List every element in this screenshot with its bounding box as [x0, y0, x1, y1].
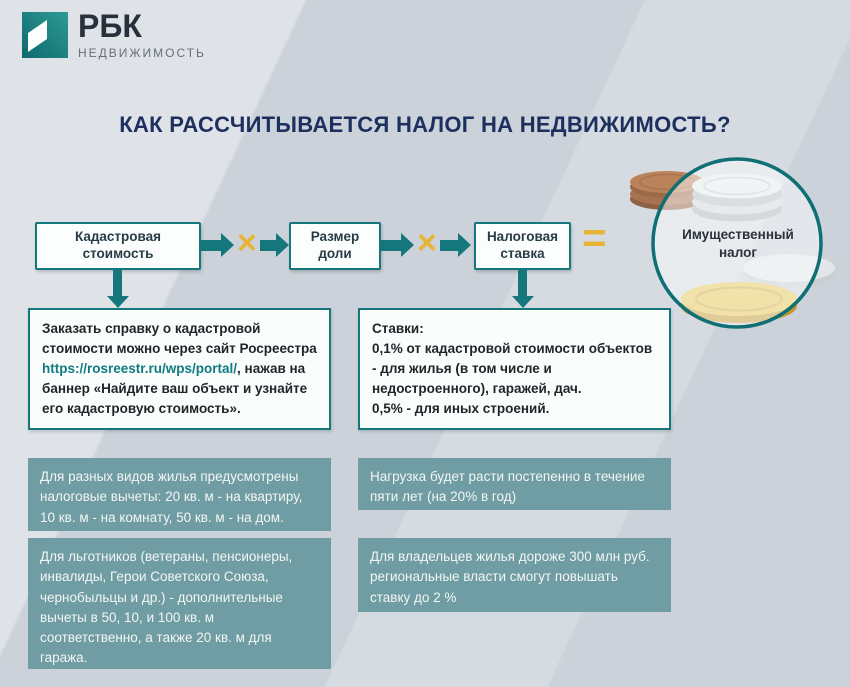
step-cadastral-value: Кадастровая стоимость [35, 222, 201, 270]
rbc-logo-icon [22, 12, 68, 58]
fact-box-luxury-rate: Для владельцев жилья дороже 300 млн руб.… [358, 538, 671, 612]
arrow-down-icon [512, 296, 534, 308]
arrow-right-icon [401, 233, 414, 257]
arrow-right-icon [276, 233, 289, 257]
rates-line1: 0,1% от кадастровой стоимости объектов -… [372, 340, 653, 396]
connector-bar [518, 270, 527, 296]
rosreestr-link[interactable]: https://rosreestr.ru/wps/portal/ [42, 360, 238, 376]
step-tax-rate: Налоговая ставка [474, 222, 571, 270]
rates-heading: Ставки: [372, 321, 424, 336]
note-cadastral-text-after: , нажав на баннер «Найдите ваш объект и … [42, 360, 308, 416]
fact-box-beneficiaries: Для льготников (ветераны, пенсионеры, ин… [28, 538, 331, 669]
arrow-down-icon [107, 296, 129, 308]
step-share-size: Размер доли [289, 222, 381, 270]
connector-bar [440, 240, 458, 251]
page-title: КАК РАССЧИТЫВАЕТСЯ НАЛОГ НА НЕДВИЖИМОСТЬ… [119, 112, 731, 137]
result-property-tax: Имущественный налог [682, 227, 794, 260]
note-cadastral: Заказать справку о кадастровой стоимости… [28, 308, 331, 430]
multiply-sign: × [417, 224, 437, 262]
connector-bar [201, 240, 221, 251]
connector-bar [113, 270, 122, 296]
coins-illustration [617, 151, 843, 333]
rates-line2: 0,5% - для иных строений. [372, 400, 550, 416]
connector-bar [260, 240, 276, 251]
note-rates: Ставки: 0,1% от кадастровой стоимости об… [358, 308, 671, 430]
brand-text: РБК НЕДВИЖИМОСТЬ [78, 10, 206, 60]
multiply-sign: × [237, 224, 257, 262]
note-cadastral-text-before: Заказать справку о кадастровой стоимости… [42, 321, 317, 356]
fact-box-gradual-increase: Нагрузка будет расти постепенно в течени… [358, 458, 671, 510]
brand-division: НЕДВИЖИМОСТЬ [78, 46, 206, 60]
equals-sign: = [582, 214, 607, 261]
connector-bar [381, 240, 401, 251]
brand-name: РБК [78, 8, 142, 44]
fact-box-deductions: Для разных видов жилья предусмотрены нал… [28, 458, 331, 531]
arrow-right-icon [458, 233, 471, 257]
arrow-right-icon [221, 233, 234, 257]
